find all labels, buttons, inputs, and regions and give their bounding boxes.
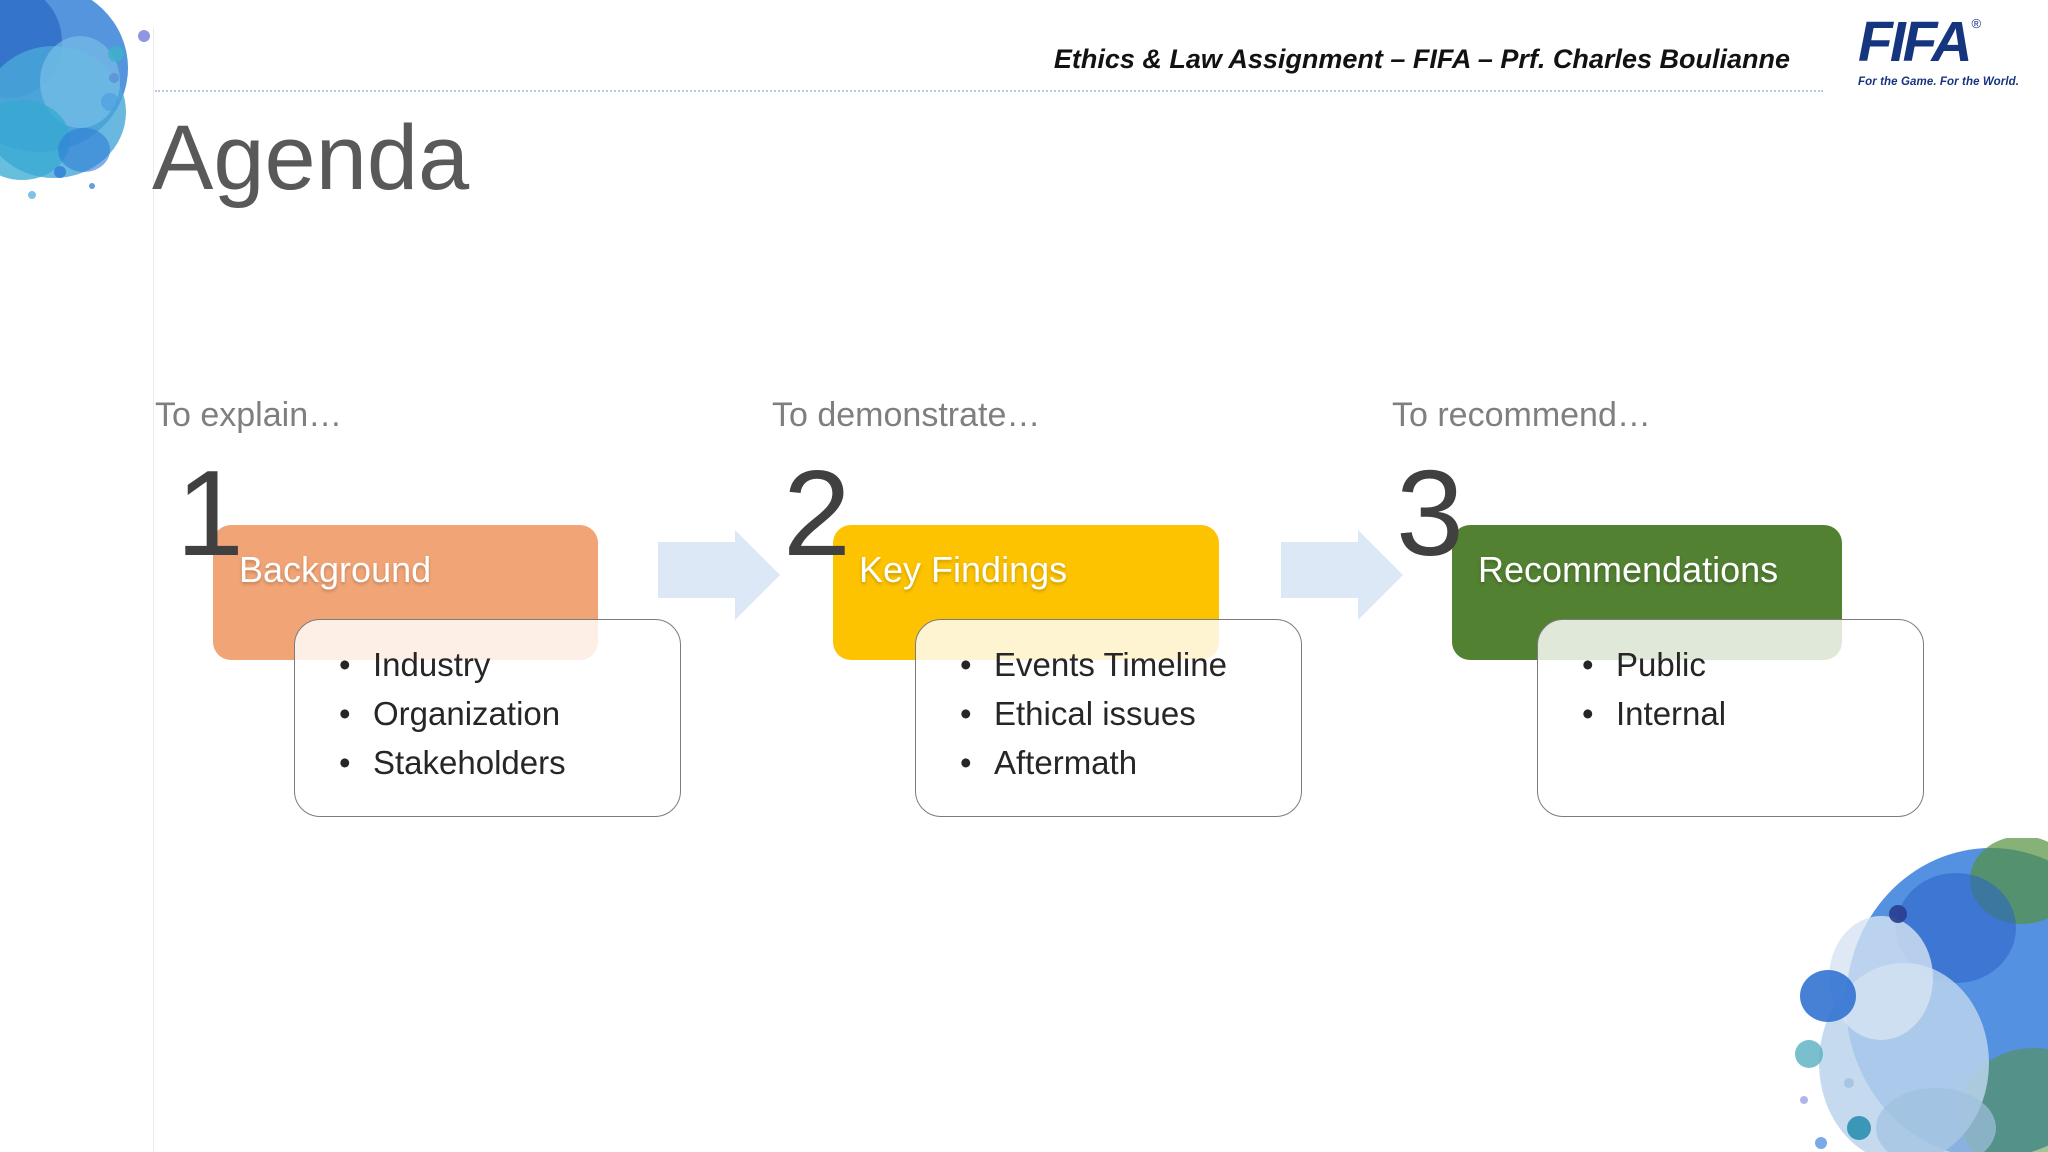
list-item-text: Ethical issues xyxy=(994,695,1196,732)
fifa-logo: FIFA® For the Game. For the World. xyxy=(1858,10,2033,89)
list-item-text: Stakeholders xyxy=(373,744,566,781)
list-item: • Organization xyxy=(339,689,666,738)
header-divider-line xyxy=(155,90,1823,92)
list-item: • Internal xyxy=(1582,689,1909,738)
bullet-icon: • xyxy=(339,646,351,683)
flow-arrow-1-icon xyxy=(658,530,780,620)
bullet-list: • Events Timeline • Ethical issues • Aft… xyxy=(916,620,1301,787)
bullet-icon: • xyxy=(1582,646,1594,683)
registered-trademark-icon: ® xyxy=(1971,16,1982,31)
watercolor-splash-bottom-right-icon xyxy=(1795,838,2048,1152)
list-item: • Aftermath xyxy=(960,738,1287,787)
watercolor-splash-top-left-icon xyxy=(0,0,150,199)
bullet-icon: • xyxy=(339,744,351,781)
list-item-text: Aftermath xyxy=(994,744,1138,781)
list-item-text: Organization xyxy=(373,695,561,732)
left-margin-guide xyxy=(153,28,154,1152)
bullet-icon: • xyxy=(960,744,972,781)
list-item-text: Events Timeline xyxy=(994,646,1227,683)
list-item: • Events Timeline xyxy=(960,640,1287,689)
bullet-list: • Public • Internal xyxy=(1538,620,1923,738)
lead-in-recommend: To recommend… xyxy=(1392,396,1651,434)
bullet-list: • Industry • Organization • Stakeholders xyxy=(295,620,680,787)
lead-in-explain: To explain… xyxy=(155,396,343,434)
step-box-label: Background xyxy=(239,549,432,590)
bullet-icon: • xyxy=(960,695,972,732)
step-number-1: 1 xyxy=(176,445,244,581)
flow-arrow-2-icon xyxy=(1281,530,1403,620)
bullet-card-key-findings: • Events Timeline • Ethical issues • Aft… xyxy=(915,619,1302,817)
step-number-3: 3 xyxy=(1396,445,1464,581)
list-item-text: Industry xyxy=(373,646,491,683)
list-item: • Stakeholders xyxy=(339,738,666,787)
step-number-2: 2 xyxy=(783,445,851,581)
step-box-key-findings: Key Findings xyxy=(833,525,1219,660)
page-title: Agenda xyxy=(152,107,470,209)
step-box-label: Key Findings xyxy=(859,549,1068,590)
list-item: • Industry xyxy=(339,640,666,689)
step-box-label: Recommendations xyxy=(1478,549,1779,590)
bullet-icon: • xyxy=(960,646,972,683)
list-item: • Ethical issues xyxy=(960,689,1287,738)
list-item-text: Public xyxy=(1616,646,1706,683)
bullet-icon: • xyxy=(339,695,351,732)
fifa-wordmark: FIFA xyxy=(1858,10,1972,74)
lead-in-demonstrate: To demonstrate… xyxy=(772,396,1041,434)
fifa-tagline: For the Game. For the World. xyxy=(1858,76,2020,88)
bullet-card-recommendations: • Public • Internal xyxy=(1537,619,1924,817)
bullet-icon: • xyxy=(1582,695,1594,732)
bullet-card-background: • Industry • Organization • Stakeholders xyxy=(294,619,681,817)
list-item-text: Internal xyxy=(1616,695,1727,732)
header-course-title: Ethics & Law Assignment – FIFA – Prf. Ch… xyxy=(1053,44,1790,74)
list-item: • Public xyxy=(1582,640,1909,689)
